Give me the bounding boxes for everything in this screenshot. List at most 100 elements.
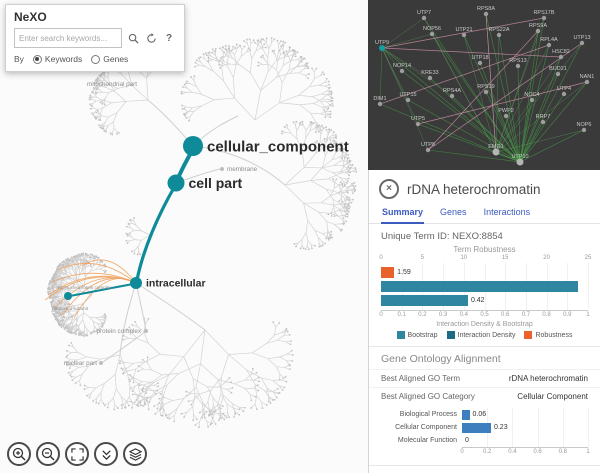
gene-node-NOP14[interactable] [399, 68, 405, 74]
gene-node-RRP7[interactable] [540, 119, 546, 125]
gene-node-NAN1[interactable] [584, 79, 590, 85]
gene-node-UTP4[interactable] [561, 91, 567, 97]
layers-button[interactable] [123, 442, 147, 466]
gene-node-UTP13[interactable] [579, 40, 585, 46]
gene-node-RPS22A[interactable] [496, 32, 502, 38]
gene-label: NOP14 [393, 63, 411, 69]
collapse-tree-button[interactable] [94, 442, 118, 466]
gene-node-RPS8A[interactable] [483, 11, 489, 17]
gene-node-RPS4A[interactable] [449, 93, 455, 99]
gene-label: UTP8 [421, 142, 435, 148]
gene-node-KRE33[interactable] [427, 75, 433, 81]
unique-term-id: Unique Term ID: NEXO:8854 [381, 231, 503, 242]
radio-genes-dot [91, 54, 101, 64]
gene-label: RRP7 [536, 114, 551, 120]
gene-node-HSC82[interactable] [558, 54, 564, 60]
tab-summary[interactable]: Summary [381, 204, 425, 224]
ontology-node-selected-term[interactable] [64, 292, 72, 300]
ontology-node-cellular-component[interactable] [183, 136, 203, 156]
gene-node-UTP7[interactable] [421, 15, 427, 21]
gene-label: UTP13 [573, 35, 590, 41]
gene-node-EMG1[interactable] [492, 148, 500, 156]
gene-node-NOP6[interactable] [581, 127, 587, 133]
search-input[interactable] [14, 28, 122, 48]
bar-robustness [381, 267, 395, 278]
gene-node-UTP15[interactable] [405, 97, 411, 103]
gene-node-UTP18[interactable] [477, 60, 483, 66]
gene-label: EMG1 [488, 144, 504, 150]
radio-keywords-label: Keywords [44, 54, 83, 64]
term-detail-panel: × rDNA heterochromatin Summary Genes Int… [368, 170, 600, 473]
radio-keywords[interactable]: Keywords [32, 54, 83, 64]
layers-icon [128, 447, 142, 461]
reset-icon[interactable] [144, 31, 158, 45]
gene-label: NOC4 [524, 92, 539, 98]
robustness-axis-label: Interaction Density & Bootstrap [436, 321, 533, 328]
gene-label: PWP2 [498, 108, 514, 114]
bar-interaction-density [381, 295, 468, 306]
gene-label: KRE33 [421, 70, 438, 76]
ontology-node-cell-part[interactable] [167, 174, 185, 192]
legend-item: Bootstrap [396, 331, 438, 339]
bar-value-label: 0.42 [470, 297, 485, 304]
gene-node-NOC4[interactable] [529, 97, 535, 103]
zoom-out-icon [41, 447, 55, 461]
gene-node-PWP2[interactable] [503, 113, 509, 119]
zoom-in-button[interactable] [7, 442, 31, 466]
ontology-minor-label: membrane [227, 166, 258, 173]
fit-screen-icon [70, 447, 84, 461]
zoom-out-button[interactable] [36, 442, 60, 466]
ontology-node-label: cell part [189, 175, 243, 191]
gene-label: BUD21 [549, 66, 567, 72]
gene-node-RPS19[interactable] [483, 89, 489, 95]
gene-node-NOP56[interactable] [429, 31, 435, 37]
gene-label: HSC82 [552, 49, 570, 55]
radio-genes-label: Genes [103, 54, 129, 64]
gene-node-RPS9A[interactable] [535, 28, 541, 34]
close-panel-button[interactable]: × [379, 179, 399, 199]
gene-label: RPL4A [540, 37, 558, 43]
gene-node-DIM1[interactable] [377, 101, 383, 107]
ontology-node-label: intracellular [146, 278, 206, 290]
gene-node-UTP9[interactable] [379, 45, 385, 51]
search-icon[interactable] [126, 31, 140, 45]
gene-node-UTP21[interactable] [461, 32, 467, 38]
gene-label: NAN1 [580, 74, 595, 80]
gene-node-UTP10[interactable] [516, 158, 524, 166]
gene-label: RPS4A [443, 88, 461, 94]
search-by-label: By [14, 54, 24, 64]
gene-label: UTP9 [375, 40, 389, 46]
ontology-minor-label: protein complex [97, 328, 142, 335]
gene-node-UTP8[interactable] [425, 147, 431, 153]
ontology-minor-label: ribonucleoprotein complex [58, 285, 112, 290]
fit-view-button[interactable] [65, 442, 89, 466]
tab-interactions[interactable]: Interactions [483, 207, 531, 217]
gene-node-RPS17B[interactable] [541, 15, 547, 21]
gene-label: UTP18 [471, 55, 488, 61]
app-title: NeXO [14, 10, 47, 24]
ontology-minor-label: ribosomal subunit [52, 306, 89, 311]
gene-node-UTP5[interactable] [415, 121, 421, 127]
gene-label: UTP4 [557, 86, 571, 92]
help-icon[interactable]: ? [165, 32, 173, 44]
ontology-node-intracellular[interactable] [130, 277, 142, 289]
radio-genes[interactable]: Genes [91, 54, 128, 64]
tab-genes[interactable]: Genes [440, 207, 467, 217]
zoom-in-icon [12, 447, 26, 461]
gene-label: UTP10 [511, 154, 528, 160]
gene-node-BUD21[interactable] [555, 71, 561, 77]
go-alignment-heading: Gene Ontology Alignment [369, 346, 600, 369]
term-title: rDNA heterochromatin [407, 181, 541, 197]
gene-node-RPS13[interactable] [515, 63, 521, 69]
gene-node-RPL4A[interactable] [546, 42, 552, 48]
gene-label: NOP56 [423, 26, 441, 32]
